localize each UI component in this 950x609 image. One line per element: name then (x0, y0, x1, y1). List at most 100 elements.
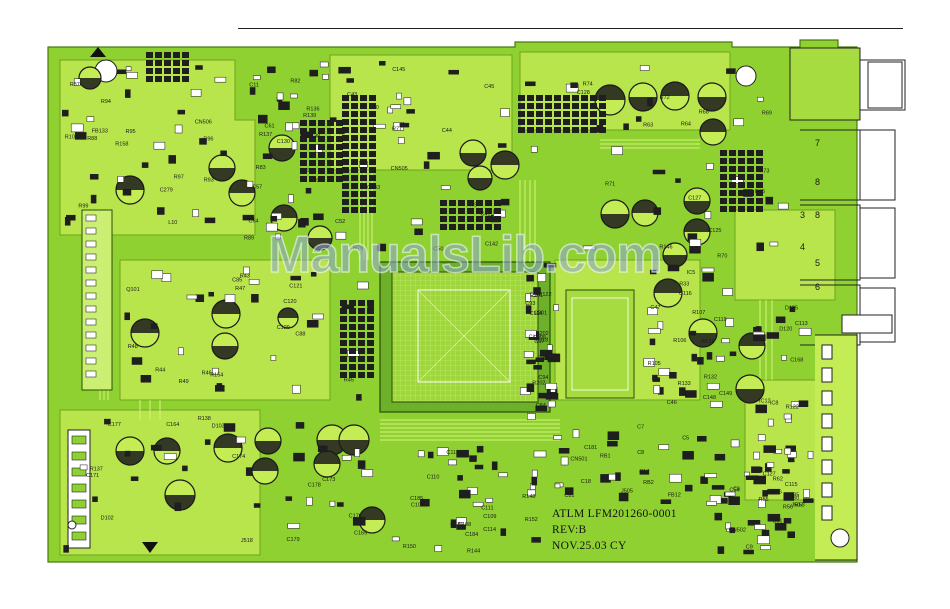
smd-pad (660, 499, 672, 504)
resistor-array-cell (369, 175, 376, 181)
electrolytic-capacitor (153, 437, 181, 465)
smd-pad (86, 116, 95, 122)
resistor-array-cell (554, 103, 561, 109)
smd-pad (769, 241, 779, 247)
resistor-array-cell (351, 127, 358, 133)
resistor-array-cell (599, 119, 606, 125)
resistor-array-cell (572, 103, 579, 109)
resistor-array-cell (360, 183, 367, 189)
smd-pad (79, 464, 88, 471)
resistor-array-cell (351, 167, 358, 173)
electrolytic-capacitor (338, 424, 370, 456)
resistor-array-cell (360, 135, 367, 141)
resistor-array-cell (485, 208, 492, 214)
smd-pad (275, 233, 281, 240)
smd-pad (249, 87, 256, 95)
smd-pad (729, 527, 736, 534)
smd-pad (675, 178, 681, 183)
watermark-text: ManualsLib.com (268, 226, 661, 284)
electrolytic-capacitor (78, 66, 102, 90)
resistor-array-cell (351, 175, 358, 181)
board-revision: REV:B (552, 524, 587, 536)
resistor-array-cell (527, 127, 534, 133)
smd-pad (417, 450, 425, 458)
electrolytic-capacitor (164, 479, 196, 511)
smd-pad (611, 146, 623, 155)
smd-pad (570, 82, 578, 88)
resistor-array-cell (358, 316, 365, 322)
resistor-array-cell (351, 103, 358, 109)
smd-pad (472, 502, 484, 507)
resistor-array-cell (300, 128, 307, 134)
silkscreen-labels: C279L10R158R99R100R97R95R96R94R93CN506FB… (65, 67, 808, 555)
smd-pad (192, 209, 199, 217)
silkscreen-label: R152 (525, 517, 538, 523)
smd-pad (89, 174, 99, 180)
silkscreen-label: C18 (581, 479, 591, 485)
electrolytic-capacitor (653, 278, 683, 308)
smd-pad (751, 466, 761, 473)
smd-pad (357, 281, 369, 290)
resistor-array-cell (536, 95, 543, 101)
smd-pad (756, 242, 764, 252)
smd-pad (787, 531, 795, 538)
smd-pad (726, 68, 736, 74)
smd-pad (117, 176, 124, 183)
resistor-array-cell (738, 198, 745, 204)
smd-pad (190, 89, 202, 97)
silkscreen-label: R107 (692, 310, 705, 316)
resistor-array-cell (476, 200, 483, 206)
smd-pad (757, 434, 766, 441)
smd-pad (720, 498, 728, 504)
silkscreen-label: C54 (729, 487, 739, 493)
smd-pad (150, 444, 162, 451)
resistor-array-cell (369, 111, 376, 117)
pin-number: 4 (800, 242, 805, 252)
resistor-array-cell (340, 356, 347, 362)
silkscreen-label: R137 (259, 132, 272, 138)
resistor-array-cell (581, 103, 588, 109)
smd-pad (427, 451, 434, 459)
smd-pad (168, 155, 176, 164)
silkscreen-label: C113 (795, 321, 808, 327)
smd-pad (669, 473, 682, 483)
smd-pad (212, 367, 219, 375)
smd-pad (669, 372, 677, 379)
resistor-array-cell (182, 60, 189, 66)
resistor-array-cell (527, 103, 534, 109)
resistor-array-cell (369, 143, 376, 149)
silkscreen-label: C84 (536, 403, 546, 409)
smd-pad (153, 141, 166, 150)
smd-pad (293, 452, 305, 462)
smd-pad (547, 400, 556, 408)
smd-pad (558, 448, 570, 454)
smd-pad (658, 368, 671, 376)
smd-pad (653, 207, 662, 215)
smd-pad (498, 472, 508, 478)
resistor-array-cell (367, 364, 374, 370)
silkscreen-label: R46 (202, 370, 212, 376)
resistor-array-cell (336, 168, 343, 174)
resistor-array-cell (164, 52, 171, 58)
electrolytic-capacitors (78, 66, 766, 534)
smd-pad (689, 239, 702, 247)
smd-pad (476, 445, 484, 453)
smd-pad (716, 355, 725, 362)
smd-pad (533, 287, 541, 295)
smd-pad (691, 353, 698, 362)
silkscreen-label: R73 (759, 168, 769, 174)
electrolytic-capacitor (459, 139, 487, 167)
resistor-array-cell (349, 332, 356, 338)
resistor-array-cell (527, 119, 534, 125)
resistor-array-cell (458, 200, 465, 206)
resistor-array-cell (572, 111, 579, 117)
resistor-array-cell (747, 174, 754, 180)
smd-pad (270, 215, 278, 222)
smd-pad (531, 476, 538, 486)
smd-pad (341, 304, 355, 310)
resistor-array-cell (327, 168, 334, 174)
smd-pad (406, 109, 415, 114)
resistor-array-cell (309, 168, 316, 174)
silkscreen-label: C149 (719, 391, 732, 397)
resistor-array-cell (369, 207, 376, 213)
